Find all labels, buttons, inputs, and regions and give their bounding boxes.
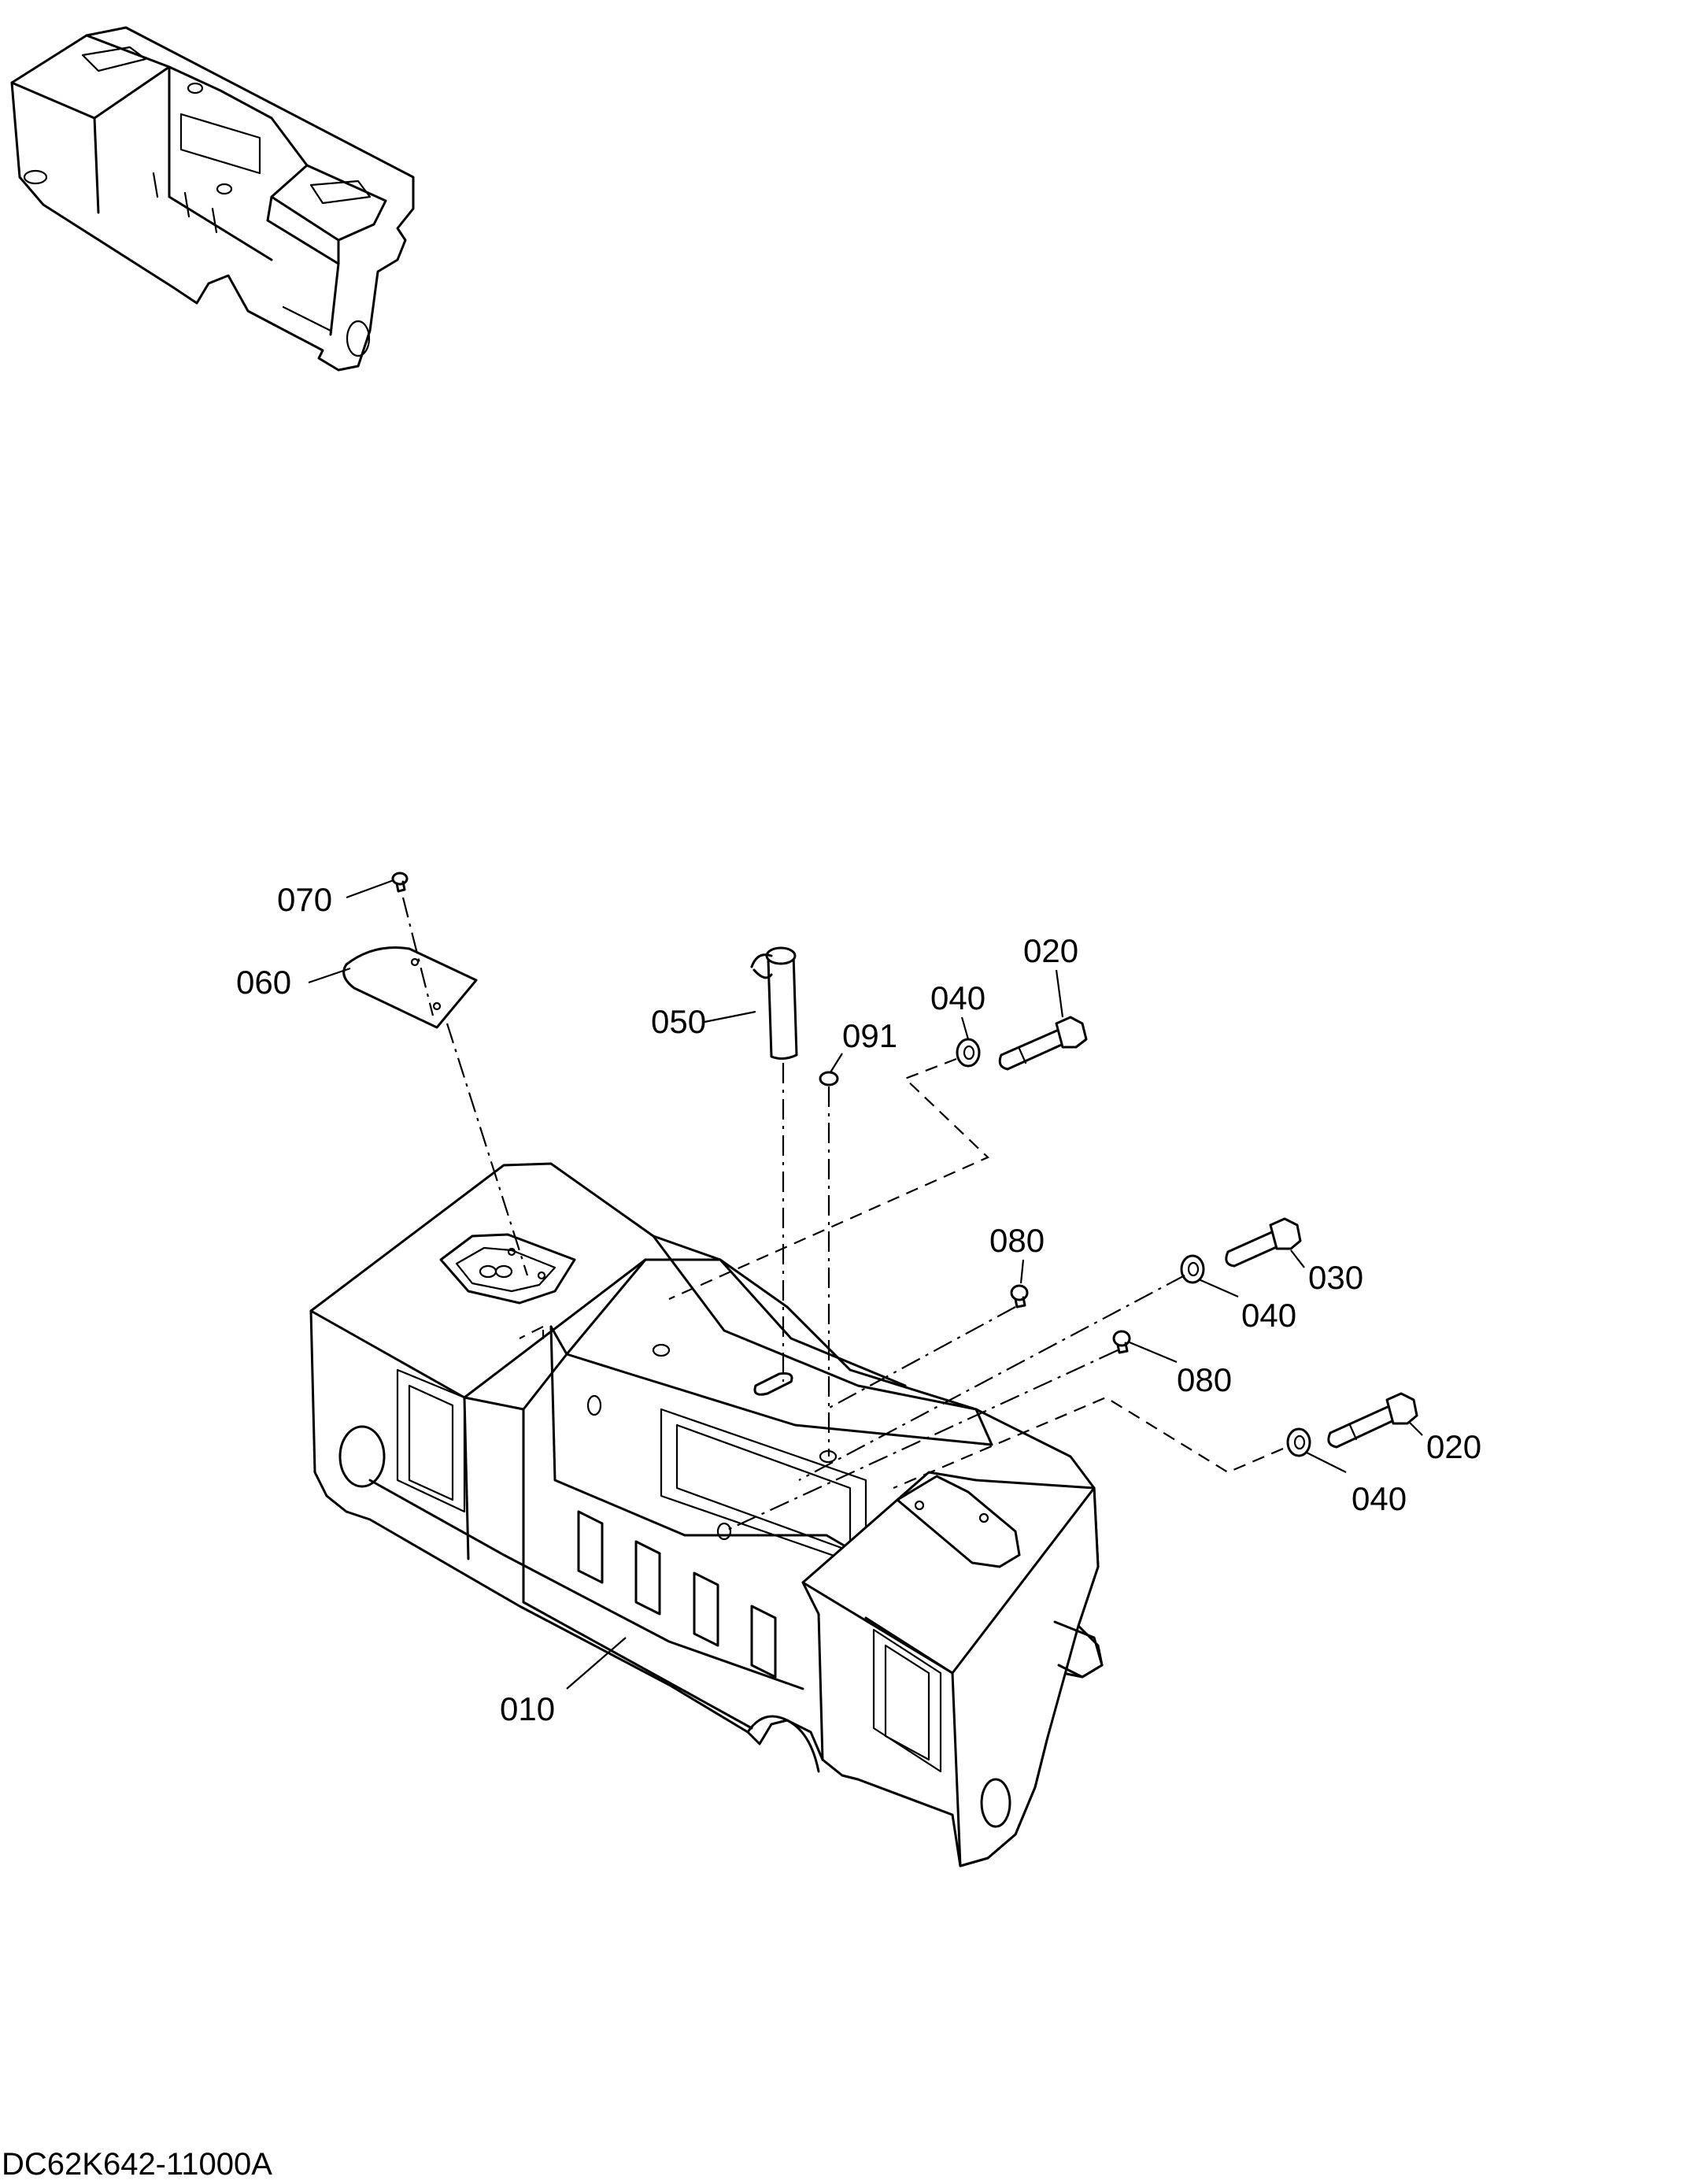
bolt-030 <box>1225 1217 1302 1268</box>
leader-lines <box>308 879 1423 1690</box>
screw-070 <box>391 872 409 893</box>
bolt-080-lower <box>1112 1330 1131 1354</box>
callout-060: 060 <box>236 964 291 1001</box>
washer-040-middle <box>1180 1254 1205 1284</box>
pin-050 <box>750 946 798 1061</box>
callout-020-upper: 020 <box>1023 932 1078 969</box>
plug-091 <box>819 1071 839 1086</box>
washer-040-lower <box>1286 1427 1311 1457</box>
bolt-080-upper <box>1010 1284 1029 1309</box>
bolt-020-lower <box>1327 1392 1418 1449</box>
callout-080-lower: 080 <box>1177 1361 1232 1398</box>
overview-thumbnail <box>10 26 415 372</box>
bolt-020-upper <box>998 1016 1088 1071</box>
document-id: DC62K642-11000A <box>2 2147 272 2182</box>
cover-plate-060 <box>342 946 478 1029</box>
assembly-centerlines <box>401 897 1185 1532</box>
callout-070: 070 <box>277 881 332 918</box>
callout-050: 050 <box>651 1003 706 1040</box>
callout-030: 030 <box>1308 1259 1363 1296</box>
callout-labels: 070 060 050 091 040 020 080 030 040 080 … <box>236 881 1481 1727</box>
callout-040-lower: 040 <box>1352 1480 1407 1517</box>
callout-080-upper: 080 <box>989 1222 1045 1259</box>
callout-040-middle: 040 <box>1241 1297 1296 1334</box>
callout-020-lower: 020 <box>1426 1428 1481 1465</box>
frame-body <box>309 1162 1104 1868</box>
callout-091: 091 <box>842 1017 897 1054</box>
callout-040-upper: 040 <box>930 979 985 1016</box>
hidden-routing-lines <box>519 1057 1284 1490</box>
washer-040-upper <box>956 1038 981 1068</box>
callout-010: 010 <box>500 1690 555 1727</box>
